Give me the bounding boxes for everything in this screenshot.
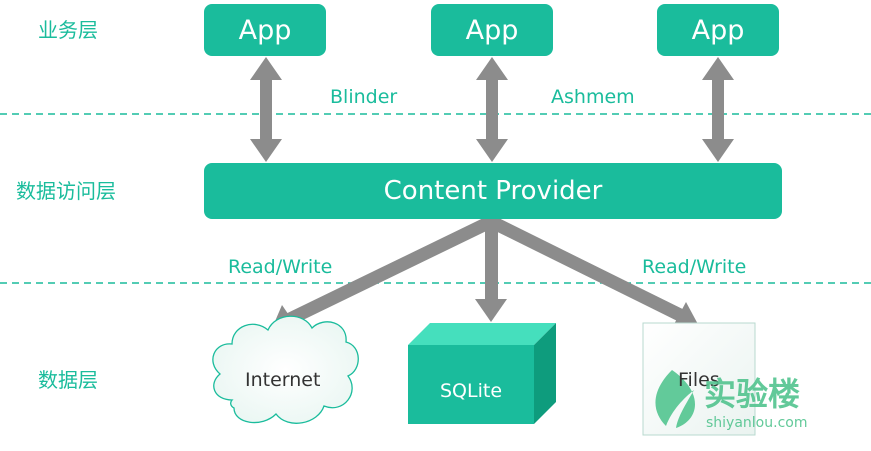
double-arrow-middle xyxy=(476,57,508,162)
cloud-icon xyxy=(212,315,359,424)
ashmem-label: Ashmem xyxy=(551,86,635,108)
layer-label-business: 业务层 xyxy=(38,18,98,42)
read-write-label-right: Read/Write xyxy=(642,256,747,278)
watermark-name: 实验楼 xyxy=(704,375,801,413)
content-provider-box: Content Provider xyxy=(204,163,782,219)
binder-label: Blinder xyxy=(330,86,398,108)
watermark-logo-icon xyxy=(655,370,695,428)
watermark-site: shiyanlou.com xyxy=(706,415,808,431)
sqlite-cube xyxy=(408,323,556,424)
layer-label-data-access: 数据访问层 xyxy=(16,179,116,203)
app-box-1: App xyxy=(204,4,326,56)
read-write-label-left: Read/Write xyxy=(228,256,333,278)
app-box-2: App xyxy=(431,4,553,56)
files-label: Files xyxy=(678,369,720,391)
app-box-3: App xyxy=(657,4,779,56)
arrow-to-sqlite xyxy=(475,219,507,322)
sqlite-label: SQLite xyxy=(440,380,503,402)
double-arrow-left xyxy=(250,57,282,162)
layer-label-data: 数据层 xyxy=(38,368,98,392)
double-arrow-right xyxy=(702,57,734,162)
arrow-to-files xyxy=(489,216,700,328)
internet-label: Internet xyxy=(245,369,321,391)
